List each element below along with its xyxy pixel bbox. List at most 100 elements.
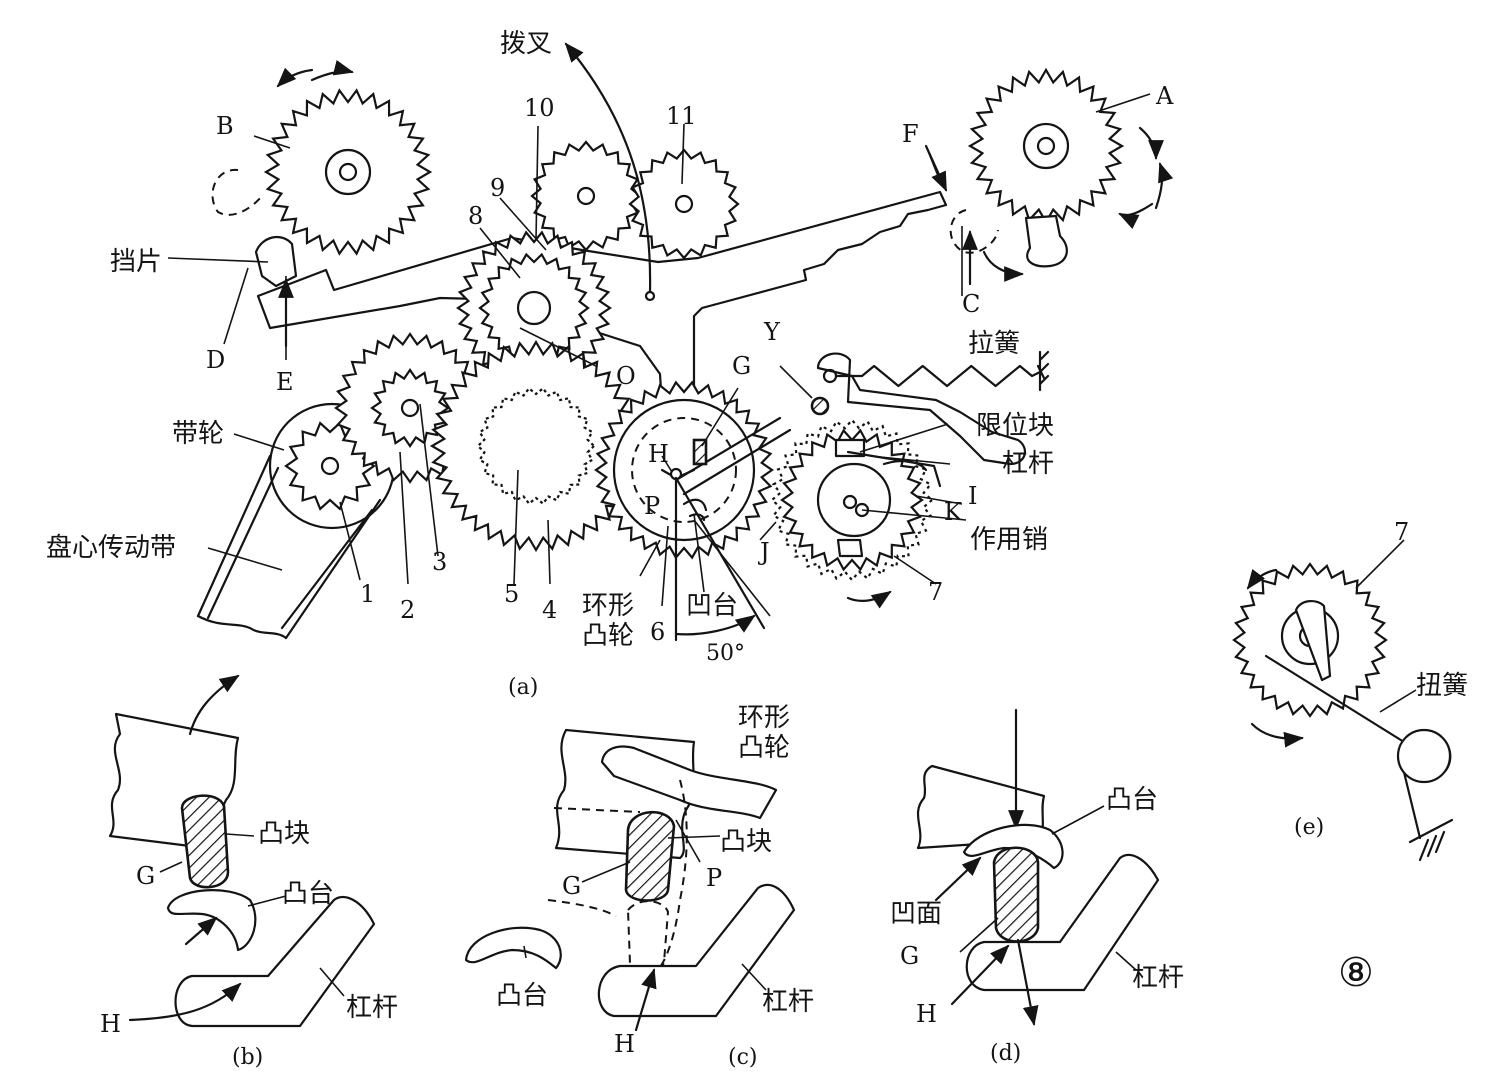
label-cam-block-b: 凸块 — [258, 819, 310, 849]
labels: 拨叉 挡片 带轮 盘心传动带 环形 凸轮 凹台 拉簧 限位块 杠杆 作用销 50… — [46, 29, 1468, 1070]
lever-right — [816, 352, 1027, 466]
letter-g-d: G — [900, 942, 919, 970]
gear11-hub — [674, 194, 694, 214]
letter-d: D — [206, 346, 225, 374]
gearA-ring — [1036, 136, 1056, 156]
num-8: 8 — [468, 202, 483, 230]
letter-b: B — [216, 112, 234, 140]
letter-k: K — [944, 498, 963, 526]
num-6: 6 — [650, 618, 665, 646]
torsion-ground — [1408, 818, 1454, 862]
d-concave-arrow — [934, 856, 982, 902]
ring-cam-outer — [612, 398, 756, 542]
figure-c — [464, 728, 796, 1032]
rotate-arrow-a2 — [1154, 162, 1174, 210]
letter-g-a: G — [732, 352, 751, 380]
fork-arc — [564, 42, 652, 294]
gear-11 — [628, 148, 740, 260]
gear-5 — [476, 386, 596, 506]
d-h-arrow — [950, 944, 1010, 1006]
e-tab — [1294, 600, 1332, 682]
label-fork: 拨叉 — [500, 29, 552, 59]
label-lever-d: 杠杆 — [1132, 963, 1184, 993]
caption-e: (e) — [1294, 815, 1324, 840]
gear7-teeth — [780, 428, 924, 572]
caption-b: (b) — [232, 1045, 263, 1070]
letter-h-b: H — [100, 1010, 121, 1038]
c-dash-block — [547, 899, 670, 974]
label-convex-boss-b: 凸台 — [282, 879, 334, 909]
figure-b — [108, 674, 376, 1028]
label-convex-boss-c: 凸台 — [496, 981, 548, 1011]
gear-3 — [370, 368, 450, 448]
b-cam-block — [180, 794, 230, 889]
caption-d: (d) — [990, 1041, 1021, 1066]
gear8-hub — [516, 290, 552, 326]
gear10-hub — [576, 186, 596, 206]
d-leaders — [959, 805, 1137, 971]
b-boss — [166, 889, 257, 952]
spring-anchor — [1036, 350, 1050, 392]
b-h-arrow — [128, 982, 242, 1022]
b-boss-arrow — [184, 916, 218, 946]
figure-e — [1232, 539, 1454, 862]
letter-p-a: P — [644, 492, 660, 520]
caption-c: (c) — [728, 1045, 758, 1070]
gear-7-hub — [816, 462, 892, 538]
num-11: 11 — [666, 102, 697, 130]
letter-h-a: H — [648, 440, 669, 468]
label-ring-cam-1: 环形 — [582, 591, 634, 621]
caption-a: (a) — [508, 675, 538, 700]
rotate-arrow-b1 — [276, 67, 314, 88]
d-cam-block — [992, 846, 1040, 943]
c-cam-block — [624, 810, 676, 902]
c-ring-cam — [600, 745, 778, 820]
dashed-tab-c — [949, 209, 999, 254]
num-3: 3 — [432, 548, 447, 576]
num-5: 5 — [504, 580, 519, 608]
gear3-hub — [400, 398, 420, 418]
stop-block — [834, 438, 866, 458]
label-figure-no: ⑧ — [1338, 950, 1374, 996]
num-7-e: 7 — [1394, 518, 1409, 546]
figure-a — [167, 42, 1174, 642]
b-arrow — [188, 674, 240, 736]
d-lever — [965, 853, 1160, 992]
label-reel-belt: 盘心传动带 — [46, 533, 176, 563]
letter-j: J — [757, 538, 770, 566]
gear-j-dotted — [770, 418, 934, 582]
label-action-pin: 作用销 — [970, 525, 1048, 555]
gear-8 — [478, 252, 590, 364]
fork-pivot — [644, 290, 656, 302]
b-leaders — [159, 833, 345, 997]
label-ring-cam-c1: 环形 — [738, 703, 790, 733]
action-pin — [842, 494, 858, 510]
num-10: 10 — [524, 94, 555, 122]
letter-o: O — [616, 362, 636, 390]
gear6-teeth — [594, 380, 774, 560]
label-belt-wheel: 带轮 — [172, 419, 224, 449]
belt-end — [196, 614, 288, 640]
torsion-coil — [1396, 728, 1452, 784]
num-2: 2 — [400, 596, 415, 624]
hook-c — [1024, 214, 1068, 268]
label-boss-a: 凹台 — [686, 591, 738, 621]
gearB-ring — [338, 162, 358, 182]
e-leaders — [1355, 539, 1417, 713]
c-dash-line — [553, 779, 688, 973]
letter-h-d: H — [916, 1000, 937, 1028]
d-boss — [962, 823, 1064, 870]
rotate-arrow-c — [982, 250, 1024, 282]
letter-h-c: H — [614, 1030, 635, 1058]
label-block-plate: 挡片 — [110, 247, 162, 277]
gear-6 — [594, 380, 774, 560]
c-leaders — [523, 819, 767, 991]
angle-arc — [674, 614, 756, 636]
letter-a: A — [1155, 82, 1174, 110]
c-h-arrow — [634, 968, 657, 1032]
rotate-arrow-a3 — [1118, 202, 1154, 230]
arrow-f — [924, 144, 948, 192]
label-angle: 50° — [706, 641, 745, 666]
leaders-a — [167, 93, 1151, 617]
